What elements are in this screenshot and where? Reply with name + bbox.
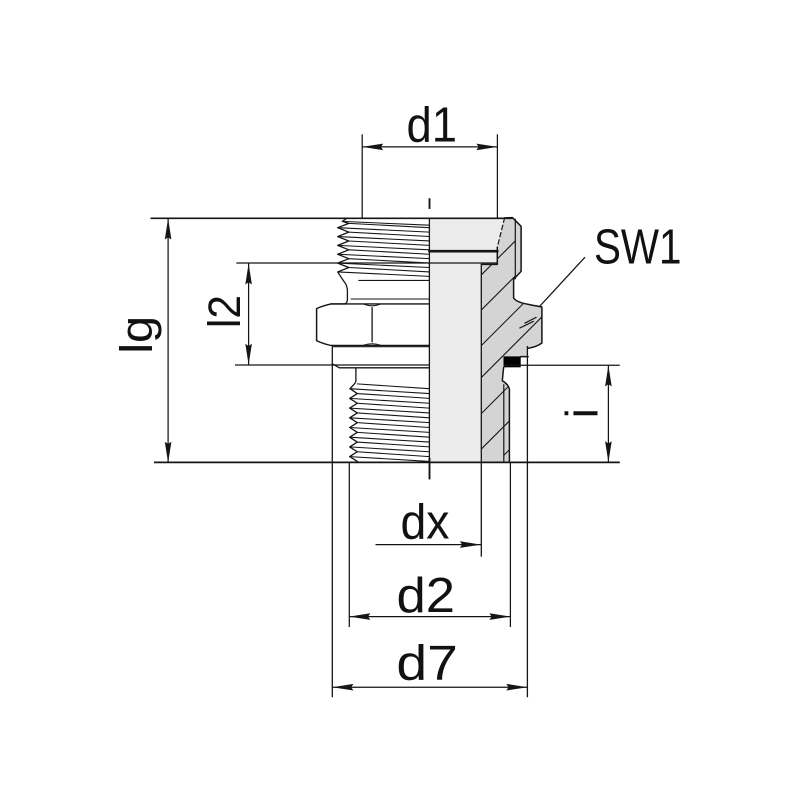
svg-text:d2: d2 <box>397 569 456 623</box>
svg-text:l2: l2 <box>199 295 250 328</box>
svg-text:d7: d7 <box>396 637 458 691</box>
svg-text:dx: dx <box>401 496 450 550</box>
svg-text:i: i <box>556 408 607 418</box>
svg-text:d1: d1 <box>407 99 458 153</box>
svg-text:lg: lg <box>111 316 162 354</box>
svg-text:SW1: SW1 <box>594 221 682 275</box>
